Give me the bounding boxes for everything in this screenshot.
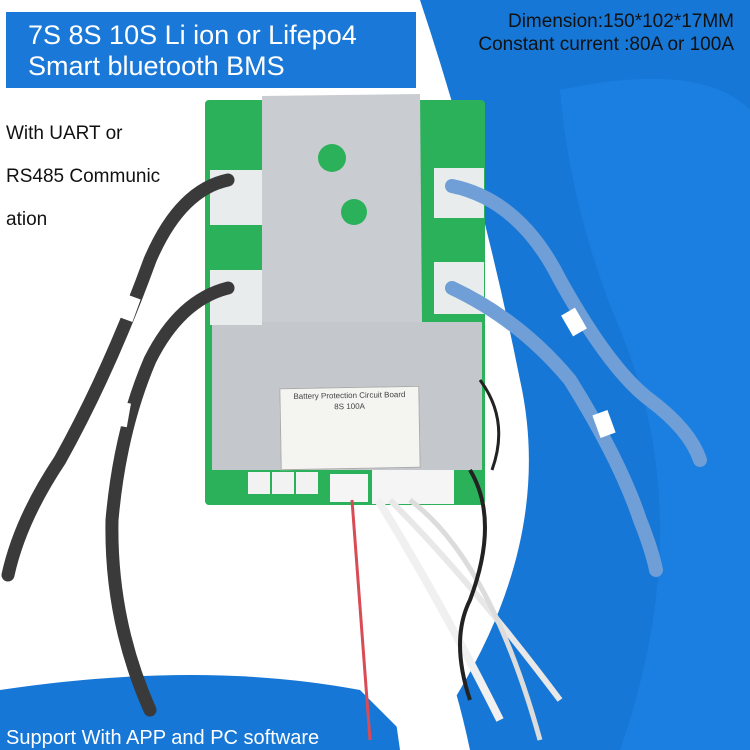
current-text: Constant current :80A or 100A	[478, 34, 734, 55]
board-label-card: Battery Protection Circuit Board 8S 100A	[279, 385, 421, 471]
cable-tie-2	[111, 400, 131, 428]
dimension-text: Dimension:150*102*17MM	[507, 11, 734, 32]
harness-wires-1	[374, 497, 504, 722]
connector-5	[372, 470, 454, 504]
title-banner: 7S 8S 10S Li ion or Lifepo4 Smart blueto…	[4, 10, 418, 90]
banner-line-1: 7S 8S 10S Li ion or Lifepo4	[28, 20, 357, 50]
connector-3	[296, 472, 318, 494]
connector-2	[272, 472, 294, 494]
connector-1	[248, 472, 270, 494]
black-cable-2	[105, 281, 235, 717]
cable-tie-1	[117, 293, 141, 323]
blue-cable-1	[445, 179, 707, 467]
communication-line-1: With UART or	[6, 123, 123, 144]
footer-caption: Support With APP and PC software	[6, 727, 320, 749]
black-cable-1	[1, 173, 235, 582]
communication-line-3: ation	[6, 209, 48, 230]
background-blue-right-curve	[560, 78, 750, 750]
cable-tie-3	[561, 307, 587, 337]
background-blue-bottom	[0, 675, 420, 750]
communication-line-2: RS485 Communic	[6, 166, 161, 187]
spec-block: Dimension:150*102*17MM Constant current …	[478, 10, 734, 56]
harness-black-wires	[458, 468, 487, 701]
harness-wires-3	[408, 498, 543, 741]
board-label-title: Battery Protection Circuit Board	[293, 390, 406, 401]
harness-black-wires-2	[478, 379, 501, 471]
connector-4	[330, 474, 368, 502]
qc-sticker-2	[341, 199, 367, 225]
banner-line-2: Smart bluetooth BMS	[28, 51, 285, 81]
board-label-model: 8S 100A	[334, 401, 366, 412]
cable-tie-4	[592, 409, 616, 439]
red-wire	[350, 499, 372, 741]
background-white-swoosh	[330, 470, 470, 750]
communication-note: With UART or RS485 Communic ation	[6, 112, 206, 241]
qc-sticker-1	[318, 144, 346, 172]
